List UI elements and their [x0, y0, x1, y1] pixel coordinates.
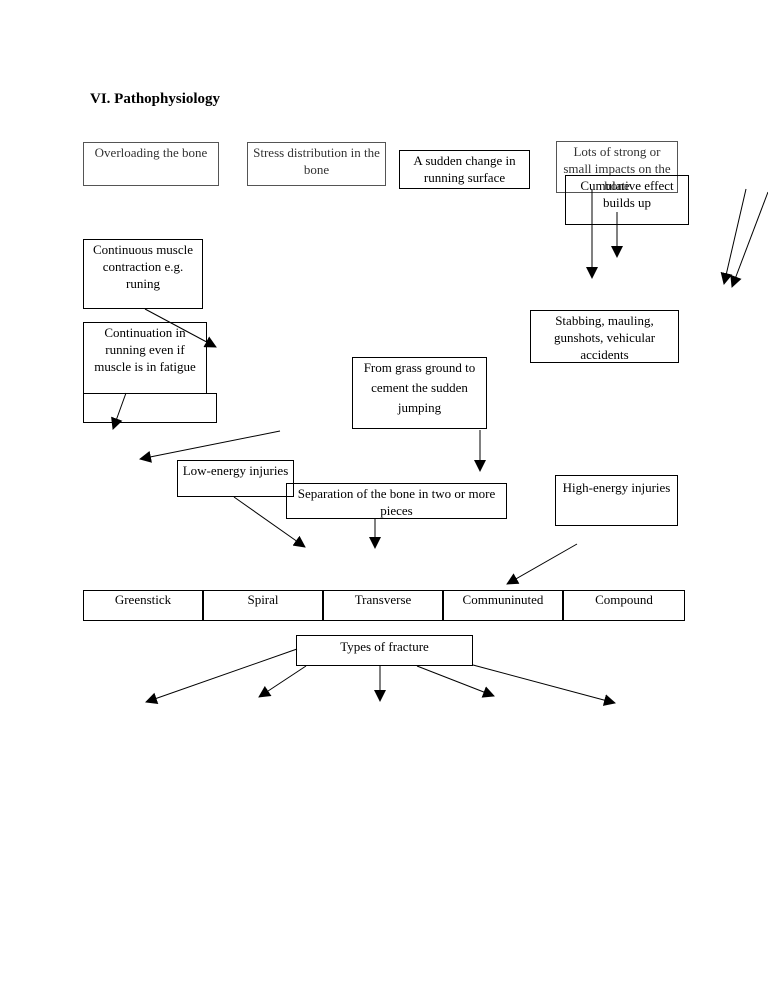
box-bone-separation: Separation of the bone in two or more pi… [286, 483, 507, 519]
box-cumulative-effect: Cumulative effect builds up [565, 175, 689, 225]
box-empty [83, 393, 217, 423]
arrow [145, 648, 298, 705]
cell-greenstick: Greenstick [83, 590, 203, 621]
arrow [139, 430, 281, 463]
arrow [472, 664, 616, 706]
arrow [506, 543, 578, 585]
box-high-energy-injuries: High-energy injuries [555, 475, 678, 526]
box-strong-impacts: Lots of strong or small impacts on the b… [556, 141, 678, 193]
box-overloading-the-bone: Overloading the bone [83, 142, 219, 186]
cell-compound: Compound [563, 590, 685, 621]
arrow [720, 188, 747, 285]
box-stabbing-mauling: Stabbing, mauling, gunshots, vehicular a… [530, 310, 679, 363]
box-grass-to-cement: From grass ground to cement the sudden j… [352, 357, 487, 429]
cell-spiral: Spiral [203, 590, 323, 621]
box-stress-distribution: Stress distribution in the bone [247, 142, 386, 186]
box-types-of-fracture: Types of fracture [296, 635, 473, 666]
cell-communinuted: Communinuted [443, 590, 563, 621]
arrow [233, 496, 306, 548]
section-heading: VI. Pathophysiology [90, 91, 221, 107]
arrow [144, 308, 217, 348]
arrow [416, 665, 495, 698]
arrow [730, 191, 768, 288]
box-low-energy-injuries: Low-energy injuries [177, 460, 294, 497]
arrow [258, 665, 307, 698]
arrow [111, 392, 127, 430]
box-continuous-contraction: Continuous muscle contraction e.g. runin… [83, 239, 203, 309]
cell-transverse: Transverse [323, 590, 443, 621]
box-sudden-change-surface: A sudden change in running surface [399, 150, 530, 189]
